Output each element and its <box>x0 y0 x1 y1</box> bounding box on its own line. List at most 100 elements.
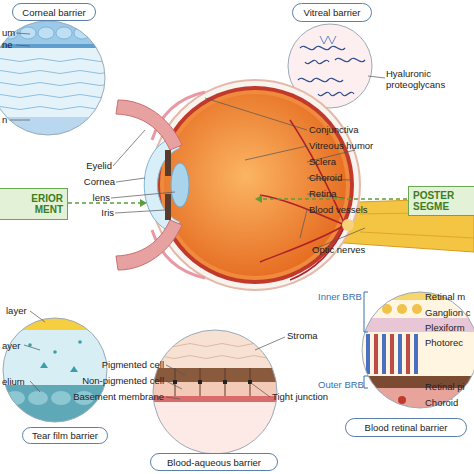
epithelial-cell <box>92 27 108 39</box>
part-label: Plexiform <box>425 322 465 333</box>
pigmented-cells <box>150 368 280 382</box>
epithelium-layer <box>0 20 110 44</box>
proteoglycan <box>300 46 345 49</box>
nerve-stripe <box>360 232 474 238</box>
part-label: Cornea <box>84 176 115 187</box>
photoreceptor <box>414 334 418 374</box>
segment-title: POSTER SEGME <box>413 190 459 212</box>
leader-line <box>245 146 307 160</box>
iris <box>165 150 171 176</box>
part-label: layer <box>6 305 27 316</box>
photoreceptor <box>382 334 386 374</box>
blood-vessel <box>260 225 345 262</box>
part-label: Blood vessels <box>309 204 368 215</box>
blood-retinal-inset <box>360 290 474 412</box>
part-label: Eyelid <box>86 160 112 171</box>
leader-line <box>115 210 165 213</box>
leader-line <box>116 178 145 182</box>
corneal-inset <box>0 20 110 142</box>
part-label: Retinal m <box>425 291 465 302</box>
part-label: um <box>2 27 15 38</box>
stroma-fiber <box>0 95 110 98</box>
barrier-label: Blood retinal barrier <box>345 418 467 437</box>
mucin-dot <box>53 350 57 354</box>
epithelial-cell <box>56 27 72 39</box>
leader-line <box>368 76 385 78</box>
choroid-vessel <box>376 395 384 403</box>
stroma-fiber <box>0 59 110 62</box>
upper-eyelid <box>116 100 182 150</box>
leader-line <box>111 192 175 198</box>
part-label: Choroid <box>309 172 342 183</box>
bracket <box>364 292 368 332</box>
leader-line <box>30 381 40 392</box>
optic-disc <box>342 219 354 231</box>
stroma-fiber <box>0 107 110 110</box>
part-label: Conjunctiva <box>309 124 359 135</box>
proteoglycan <box>318 92 354 95</box>
epithelial-cell <box>20 27 36 39</box>
part-label: Iris <box>101 207 114 218</box>
ganglion-cell <box>412 304 422 314</box>
epithelial-cell <box>28 391 48 405</box>
tear-film-inset <box>0 315 110 425</box>
photoreceptor <box>374 334 378 374</box>
leader-line <box>251 383 270 397</box>
part-label: ayer <box>2 340 20 351</box>
part-label: Tight junction <box>272 391 328 402</box>
arrow-head <box>140 199 147 207</box>
stroma-fiber <box>0 83 110 86</box>
segment-box: POSTER SEGME <box>408 186 474 216</box>
part-label: Non-pigmented cell <box>82 375 164 386</box>
part-label: ne <box>2 39 13 50</box>
sclera <box>150 80 360 290</box>
leader-line <box>24 345 40 350</box>
epithelial-cell <box>2 27 18 39</box>
leader-line <box>166 397 180 399</box>
tight-junction <box>223 380 227 384</box>
epithelial-cell <box>51 391 71 405</box>
proteoglycan <box>320 36 336 44</box>
arrow-head <box>255 195 262 203</box>
barrier-title: Vitreal barrier <box>304 7 361 18</box>
stroma-fiber <box>150 356 278 359</box>
part-label: Choroid <box>425 397 458 408</box>
mucin-dot <box>40 362 48 368</box>
barrier-title: Blood retinal barrier <box>365 422 448 433</box>
photoreceptor <box>398 334 402 374</box>
part-label: Ganglion c <box>425 307 470 318</box>
iris <box>165 194 171 220</box>
part-label: Hyaluronic proteoglycans <box>386 68 456 90</box>
lens <box>171 163 189 207</box>
stroma-fiber <box>150 344 278 347</box>
part-label: Photorec <box>425 337 463 348</box>
inset-outline <box>3 318 107 422</box>
retina-background <box>360 290 474 412</box>
aqueous-layer <box>0 315 110 425</box>
part-label: Retinal pi <box>425 381 465 392</box>
endothelium-layer <box>0 117 110 142</box>
photoreceptor <box>406 334 410 374</box>
part-label: elium <box>2 376 25 387</box>
tight-junction <box>173 380 177 384</box>
aqueous-side <box>150 402 280 458</box>
proteoglycan <box>298 78 343 81</box>
barrier-label: Corneal barrier <box>12 3 96 21</box>
part-label: Outer BRB <box>318 379 364 390</box>
leader-line <box>255 337 285 350</box>
basement-membrane <box>150 396 280 402</box>
barrier-label: Vitreal barrier <box>292 3 372 22</box>
part-label: Vitreous humor <box>309 140 373 151</box>
lipid-layer <box>0 318 110 330</box>
barrier-label: Blood-aqueous barrier <box>150 453 278 471</box>
segment-box: ERIOR MENT <box>0 188 68 220</box>
mucin-dot <box>78 340 82 344</box>
barrier-label: Tear film barrier <box>22 427 108 444</box>
leader-line <box>16 33 30 34</box>
proteoglycan <box>305 60 329 63</box>
leader-line <box>166 365 185 375</box>
part-label: Basement membrane <box>73 391 164 402</box>
part-label: lens <box>93 192 110 203</box>
lower-eyelid <box>116 220 182 270</box>
